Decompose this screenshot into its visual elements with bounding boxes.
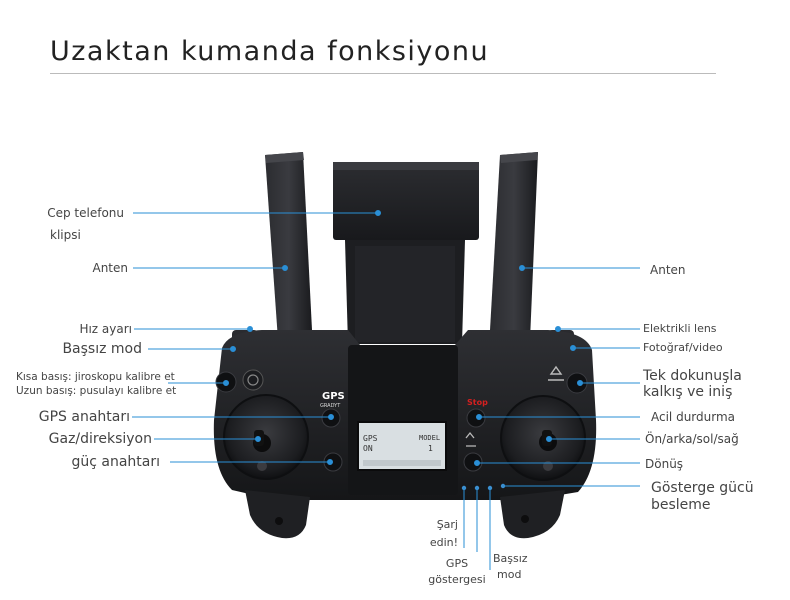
label-headless-mode: Başsız mod xyxy=(62,341,142,357)
label-charge: Şarj edin! xyxy=(418,516,458,552)
label-phone-clip-line2: klipsi xyxy=(50,228,81,242)
label-antenna-left: Anten xyxy=(92,261,128,275)
lcd-row2-left: ON xyxy=(363,444,373,453)
label-speed-setting: Hız ayarı xyxy=(79,322,132,336)
gps-badge: GPS xyxy=(322,391,345,402)
label-photo-video: Fotoğraf/video xyxy=(643,341,723,354)
label-headless-indicator-line1: Başsız xyxy=(493,552,528,565)
lcd-row2-right: 1 xyxy=(428,444,433,453)
label-gps-indicator: GPS göstergesi xyxy=(425,556,489,588)
label-power-indicator-line2: besleme xyxy=(651,497,711,513)
antenna-right-shape xyxy=(490,152,538,345)
phone-clip-shape xyxy=(333,162,479,344)
label-emergency-stop: Acil durdurma xyxy=(651,410,736,424)
label-gps-switch: GPS anahtarı xyxy=(38,409,130,425)
label-phone-clip-line1: Cep telefonu xyxy=(47,206,124,220)
rotation-button-shape xyxy=(463,452,483,472)
label-antenna-right: Anten xyxy=(650,263,686,277)
label-headless-indicator-line2: mod xyxy=(497,568,522,581)
label-throttle-direction: Gaz/direksiyon xyxy=(48,431,152,447)
left-stick-shape xyxy=(223,394,309,480)
label-one-touch-line2: kalkış ve iniş xyxy=(643,384,733,400)
label-calibrate-line1: Kısa basış: jiroskopu kalibre et xyxy=(16,371,175,383)
antenna-left-shape xyxy=(265,152,312,345)
page-title: Uzaktan kumanda fonksiyonu xyxy=(50,36,490,67)
label-rotation: Dönüş xyxy=(645,457,684,471)
label-direction: Ön/arka/sol/sağ xyxy=(645,432,739,446)
lcd-screen xyxy=(357,421,447,471)
compass-button-shape xyxy=(242,369,264,391)
label-gps-indicator-line1: GPS xyxy=(445,557,469,570)
title-divider xyxy=(50,73,716,74)
stop-badge: Stop xyxy=(467,398,488,407)
label-power-indicator: Gösterge gücü besleme xyxy=(651,480,754,514)
stop-button-shape xyxy=(466,408,486,428)
label-calibrate-line2: Uzun basış: pusulayı kalibre et xyxy=(16,385,177,397)
label-one-touch-line1: Tek dokunuşla xyxy=(643,368,742,384)
lcd-row1-left: GPS xyxy=(363,434,378,443)
right-stick-shape xyxy=(500,395,586,481)
label-charge-line1: Şarj xyxy=(436,518,458,531)
gps-badge-sub: GRADYT xyxy=(320,403,341,409)
label-one-touch: Tek dokunuşla kalkış ve iniş xyxy=(643,368,742,400)
label-gps-indicator-line2: göstergesi xyxy=(428,573,486,586)
label-power-switch: güç anahtarı xyxy=(71,454,160,470)
lcd-row1-right: MODEL xyxy=(419,434,441,442)
label-electric-lens: Elektrikli lens xyxy=(643,322,717,335)
label-headless-indicator: Başsız mod xyxy=(493,551,528,583)
label-calibrate: Kısa basış: jiroskopu kalibre et Uzun ba… xyxy=(16,370,176,398)
label-power-indicator-line1: Gösterge gücü xyxy=(651,480,754,496)
label-charge-line2: edin! xyxy=(429,536,458,549)
label-phone-clip: Cep telefonu klipsi xyxy=(20,204,124,244)
leader-lines xyxy=(132,210,640,570)
